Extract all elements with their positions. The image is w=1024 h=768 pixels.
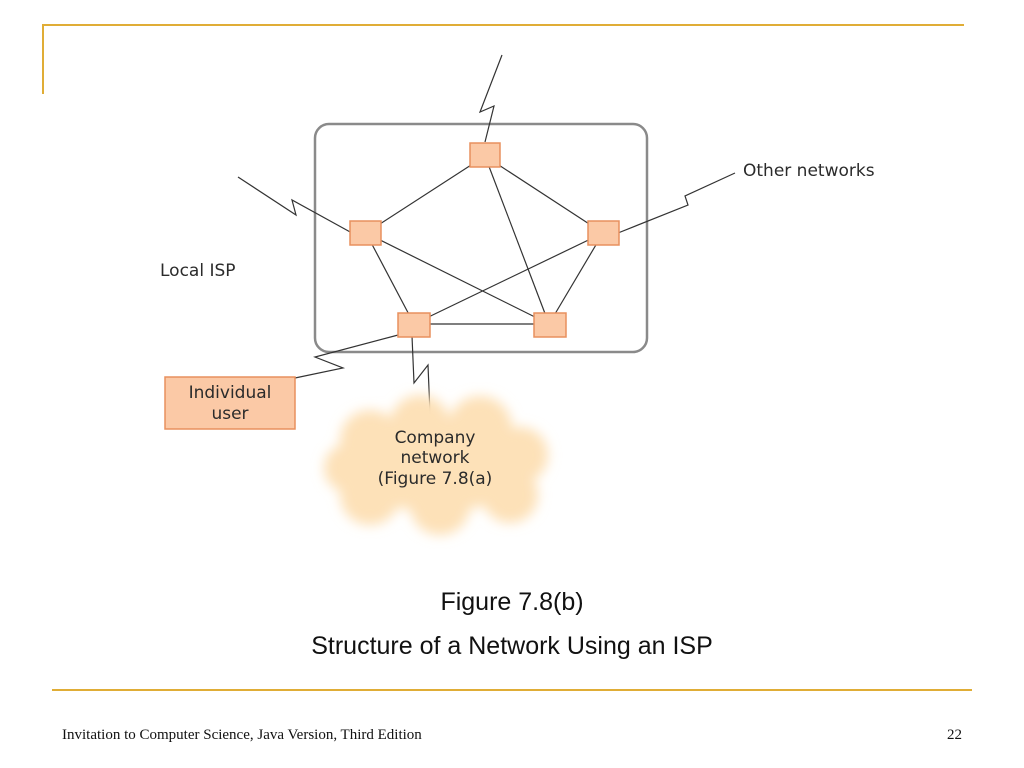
link-left-bottomleft: [365, 232, 415, 325]
router-node-bottom-left: [397, 312, 431, 338]
zigzag-company-network-link: [411, 335, 431, 415]
link-top-right: [484, 155, 604, 234]
isp-network-diagram: Individual user Company network (Figure …: [160, 54, 875, 535]
zigzag-other-networks-link: [617, 172, 736, 234]
router-nodes: [349, 142, 620, 338]
company-network-label-line3: (Figure 7.8(a): [378, 469, 493, 489]
individual-user-label-line1: Individual: [189, 383, 272, 403]
company-network-cloud: [324, 395, 548, 535]
link-left-bottomright: [365, 232, 550, 325]
page-number: 22: [947, 727, 962, 743]
company-network-label-line2: network: [400, 448, 469, 468]
footer-book-title: Invitation to Computer Science, Java Ver…: [62, 727, 422, 743]
link-top-left: [365, 155, 486, 234]
left-accent-rule: [42, 24, 44, 94]
link-right-bottomright: [548, 232, 604, 325]
other-networks-label: Other networks: [743, 161, 875, 181]
local-isp-label: Local ISP: [160, 261, 236, 281]
router-node-right: [587, 220, 620, 246]
figure-number: Figure 7.8(b): [440, 588, 584, 616]
individual-user-label-line2: user: [211, 404, 248, 424]
company-network-label-line1: Company: [395, 428, 476, 448]
local-isp-boundary: [313, 122, 649, 354]
figure-title: Structure of a Network Using an ISP: [311, 632, 713, 660]
top-accent-rule: [42, 24, 964, 26]
link-right-bottomleft: [413, 232, 604, 325]
individual-user-box: [164, 376, 296, 430]
zigzag-upstream-link: [478, 54, 503, 143]
router-node-left: [349, 220, 382, 246]
router-node-bottom-right: [533, 312, 567, 338]
zigzag-left-link: [237, 176, 353, 234]
zigzag-individual-user-link: [294, 333, 403, 379]
footer-accent-rule: [52, 689, 972, 691]
link-top-bottomright: [484, 155, 550, 325]
external-links: [237, 54, 736, 415]
isp-links: [365, 155, 604, 325]
router-node-top: [469, 142, 501, 168]
